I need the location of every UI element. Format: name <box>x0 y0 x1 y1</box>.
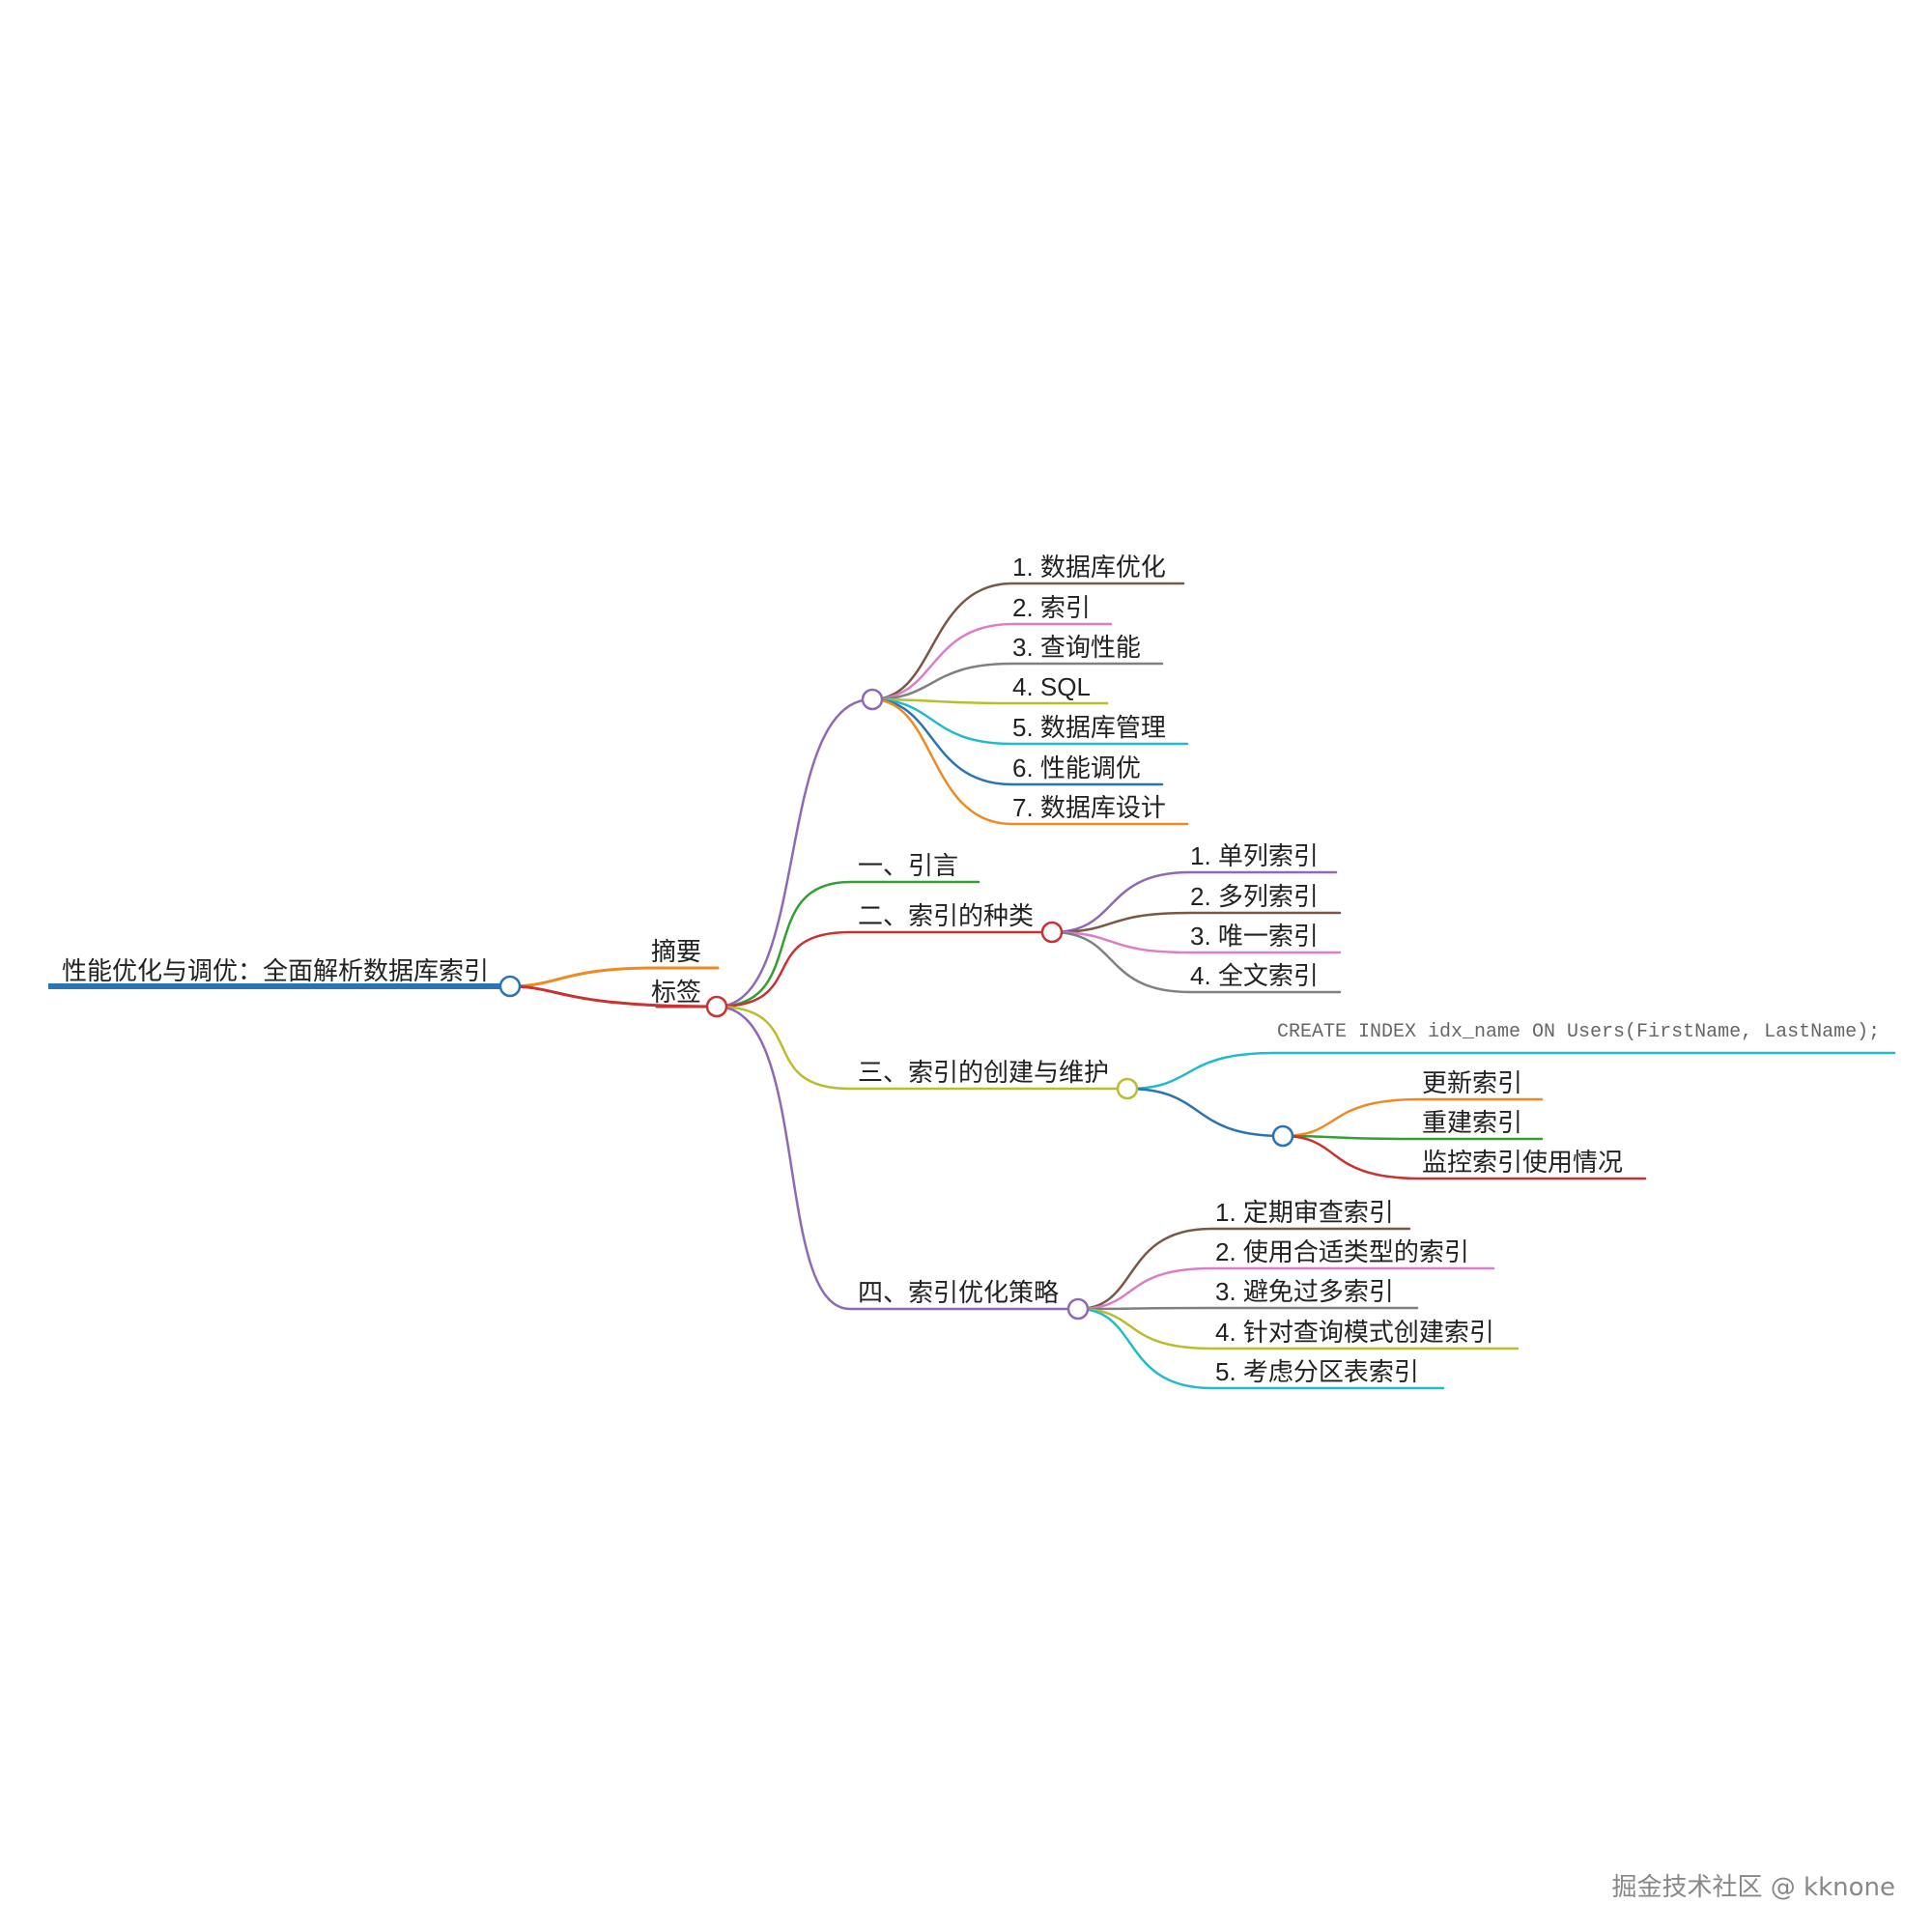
edge-tags-strategy <box>715 1005 1080 1311</box>
branch-intro[interactable]: 一、引言 <box>858 851 958 880</box>
type-item-2[interactable]: 2. 多列索引 <box>1190 882 1319 911</box>
branch-create[interactable]: 三、索引的创建与维护 <box>858 1058 1109 1087</box>
edge-tag-7 <box>870 697 1189 826</box>
edge-tags-create <box>715 1005 1129 1091</box>
edge-type-3 <box>1050 930 1342 954</box>
strategy-item-2[interactable]: 2. 使用合适类型的索引 <box>1215 1237 1469 1266</box>
edge-tag-1 <box>870 582 1185 701</box>
tags-collapse-toggle[interactable] <box>705 995 728 1018</box>
labels: 性能优化与调优：全面解析数据库索引 摘要 标签 1. 数据库优化 2. 索引 3… <box>62 553 1880 1386</box>
taglist-collapse-toggle[interactable] <box>861 688 884 711</box>
edge-tag-3 <box>870 662 1164 701</box>
edge-maint-3 <box>1281 1134 1647 1180</box>
edges <box>508 582 1896 1390</box>
root-collapse-toggle[interactable] <box>498 975 522 998</box>
collapse-toggles <box>498 688 1294 1321</box>
type-item-4[interactable]: 4. 全文索引 <box>1190 961 1319 990</box>
tag-item-5[interactable]: 5. 数据库管理 <box>1012 713 1166 742</box>
watermark-text: 掘金技术社区 @ kknone <box>1611 1873 1895 1902</box>
edge-tags-taglist <box>715 697 874 1009</box>
edge-tag-6 <box>870 697 1164 786</box>
maint-item-1[interactable]: 更新索引 <box>1422 1068 1522 1097</box>
code-snippet[interactable]: CREATE INDEX idx_name ON Users(FirstName… <box>1277 1021 1880 1043</box>
maint-collapse-toggle[interactable] <box>1271 1124 1294 1148</box>
edge-type-4 <box>1050 930 1342 994</box>
strategy-collapse-toggle[interactable] <box>1066 1297 1090 1321</box>
edge-tags-types <box>715 930 1054 1009</box>
tag-item-6[interactable]: 6. 性能调优 <box>1012 753 1141 782</box>
maint-item-3[interactable]: 监控索引使用情况 <box>1422 1148 1623 1177</box>
edge-create-maint <box>1125 1087 1285 1138</box>
edge-maint-1 <box>1281 1097 1544 1138</box>
edge-strategy-3 <box>1076 1306 1419 1311</box>
branch-tags[interactable]: 标签 <box>651 978 701 1007</box>
edge-type-1 <box>1050 870 1338 934</box>
type-item-3[interactable]: 3. 唯一索引 <box>1190 922 1319 951</box>
edge-tag-4 <box>870 697 1109 705</box>
root-topic[interactable]: 性能优化与调优：全面解析数据库索引 <box>62 956 489 985</box>
type-item-1[interactable]: 1. 单列索引 <box>1190 841 1319 870</box>
edge-strategy-4 <box>1076 1307 1520 1350</box>
edge-tags-intro <box>715 880 980 1009</box>
edge-root-summary <box>508 966 659 988</box>
strategy-item-1[interactable]: 1. 定期审查索引 <box>1215 1198 1394 1227</box>
maint-item-2[interactable]: 重建索引 <box>1422 1108 1522 1137</box>
branch-types[interactable]: 二、索引的种类 <box>858 901 1034 930</box>
tag-item-2[interactable]: 2. 索引 <box>1012 593 1091 622</box>
strategy-item-3[interactable]: 3. 避免过多索引 <box>1215 1277 1394 1306</box>
edge-tag-5 <box>870 697 1189 746</box>
edge-maint-2 <box>1281 1134 1544 1141</box>
branch-summary[interactable]: 摘要 <box>651 937 701 966</box>
edge-strategy-5 <box>1076 1307 1445 1390</box>
edge-tag-2 <box>870 622 1113 701</box>
strategy-item-5[interactable]: 5. 考虑分区表索引 <box>1215 1357 1419 1386</box>
strategy-item-4[interactable]: 4. 针对查询模式创建索引 <box>1215 1318 1494 1347</box>
edge-strategy-2 <box>1076 1266 1495 1311</box>
tag-item-7[interactable]: 7. 数据库设计 <box>1012 793 1166 822</box>
tag-item-1[interactable]: 1. 数据库优化 <box>1012 553 1166 582</box>
create-collapse-toggle[interactable] <box>1116 1077 1139 1100</box>
edge-create-code <box>1125 1051 1896 1091</box>
branch-strategy[interactable]: 四、索引优化策略 <box>858 1278 1059 1307</box>
tag-item-4[interactable]: 4. SQL <box>1012 672 1091 701</box>
tag-item-3[interactable]: 3. 查询性能 <box>1012 633 1141 662</box>
types-collapse-toggle[interactable] <box>1040 921 1064 944</box>
edge-strategy-1 <box>1076 1227 1411 1311</box>
edge-type-2 <box>1050 911 1342 934</box>
